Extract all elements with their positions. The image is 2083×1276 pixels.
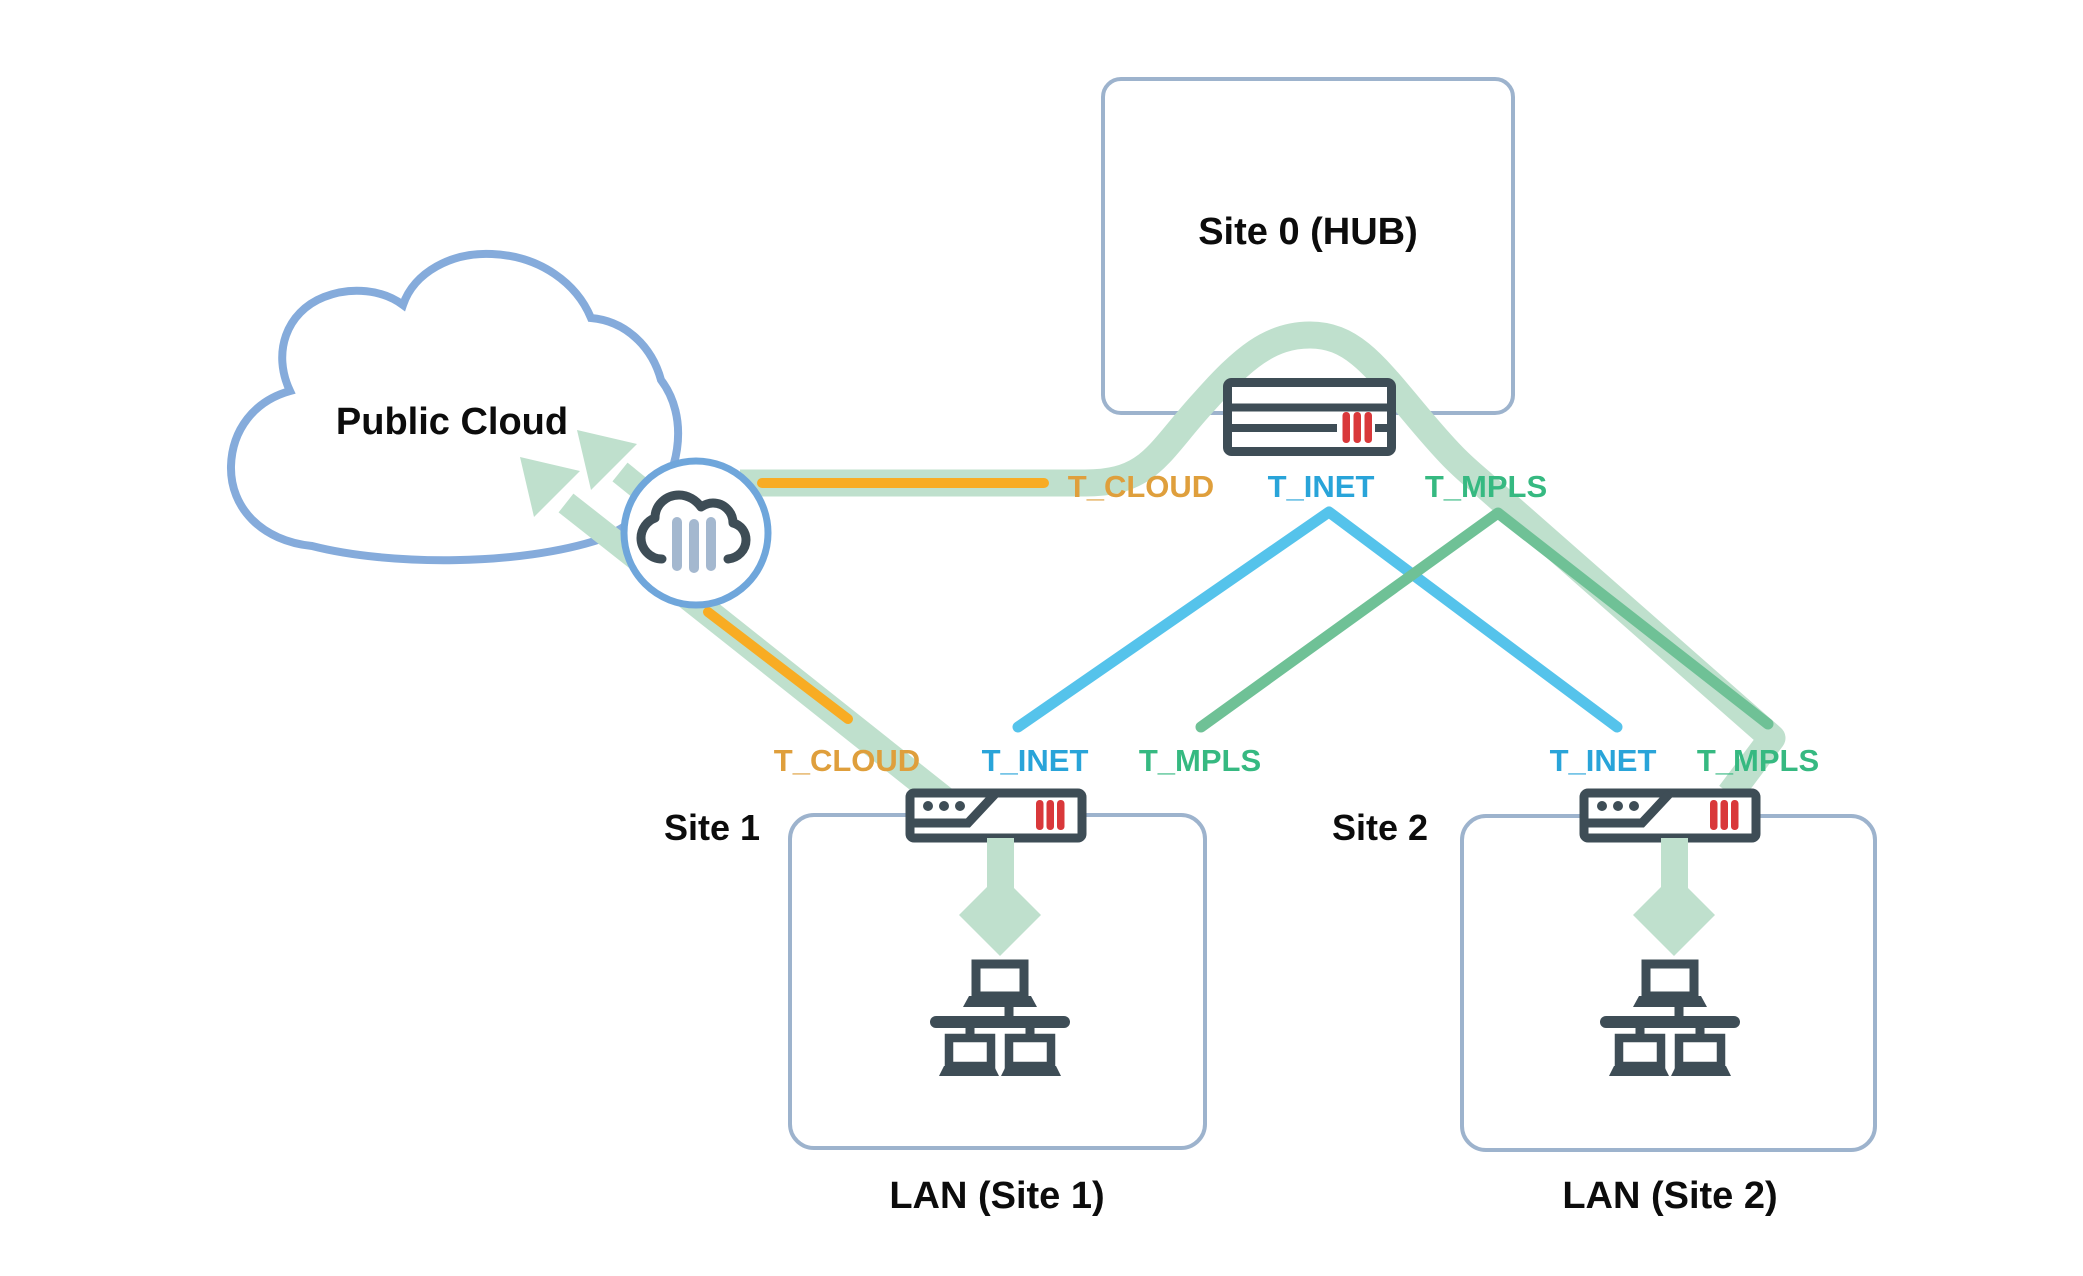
hub-t-inet-label: T_INET	[1268, 469, 1375, 504]
site2-t-inet-label: T_INET	[1550, 743, 1657, 778]
site1-router-icon	[905, 788, 1087, 843]
hub-router-red-bars	[1342, 412, 1372, 443]
site2-label: Site 2	[1332, 807, 1428, 848]
band-hub-mpls-path	[740, 321, 1786, 803]
hub-site-label: Site 0 (HUB)	[1198, 211, 1418, 253]
t-cloud-link-site1	[703, 607, 853, 724]
lan-down-arrows	[959, 838, 1715, 956]
lan1-label: LAN (Site 1)	[889, 1175, 1104, 1217]
t-cloud-links	[703, 478, 1049, 724]
cloud-gateway	[620, 457, 772, 609]
cloud-arrow-head-1	[577, 430, 637, 490]
site1-router-red-bars	[1036, 800, 1065, 830]
t-mpls-links	[1195, 507, 1774, 733]
hub-t-mpls-label: T_MPLS	[1425, 469, 1547, 504]
lan1-network-icon	[930, 959, 1070, 1076]
cloud-arrow-head-2	[520, 457, 580, 517]
site2-router-red-bars	[1710, 800, 1739, 830]
t-inet-links	[1012, 506, 1623, 733]
hub-router-icon	[1223, 378, 1396, 456]
site2-router-icon	[1579, 788, 1761, 843]
site1-t-inet-label: T_INET	[982, 743, 1089, 778]
lan2-label: LAN (Site 2)	[1562, 1175, 1777, 1217]
hub-t-cloud-label: T_CLOUD	[1068, 469, 1214, 504]
lan2-network-icon	[1600, 959, 1740, 1076]
site1-t-mpls-label: T_MPLS	[1139, 743, 1261, 778]
site1-t-cloud-label: T_CLOUD	[774, 743, 920, 778]
cloud-gateway-cloud-icon	[636, 490, 751, 564]
public-cloud-label: Public Cloud	[336, 401, 568, 443]
site1-label: Site 1	[664, 807, 760, 848]
cloud-gateway-rain-bars-icon	[672, 517, 716, 573]
site2-t-mpls-label: T_MPLS	[1697, 743, 1819, 778]
